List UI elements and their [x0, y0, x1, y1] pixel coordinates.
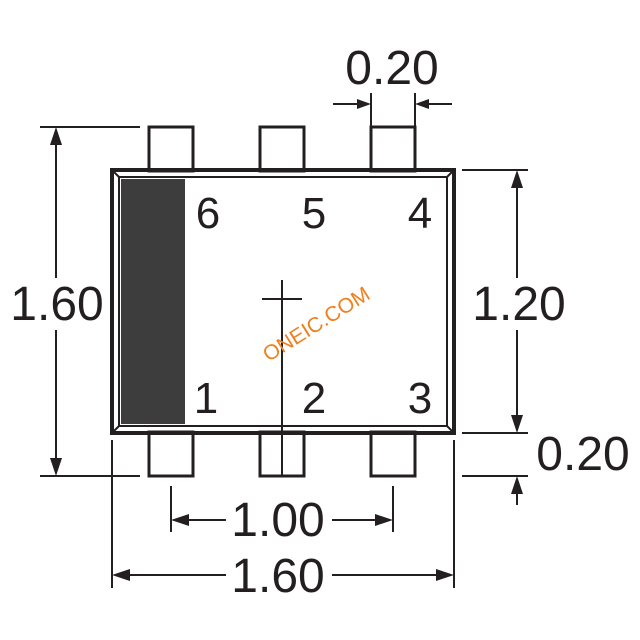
watermark-text: ONEIC.COM [259, 283, 374, 367]
dim-overall-height-arrowhead-bottom [50, 458, 62, 476]
chamfer-tl [111, 169, 120, 178]
dim-lead-width-label: 0.20 [345, 42, 438, 95]
dim-overall-height-arrowhead-top [50, 127, 62, 145]
chamfer-tr [446, 169, 455, 178]
pin-label-5: 5 [302, 189, 326, 238]
lead-bottom-3 [369, 430, 417, 478]
chamfer-br [446, 425, 455, 434]
dim-overall-width-arrowhead-right [436, 569, 454, 581]
dim-overall-width-arrowhead-left [112, 569, 130, 581]
dim-overall-height-label: 1.60 [10, 278, 103, 331]
pin-label-6: 6 [196, 189, 220, 238]
pin-label-1: 1 [194, 374, 218, 423]
lead-top-6 [147, 125, 195, 173]
pin1-marker-band [121, 179, 185, 424]
lead-bottom-1 [147, 430, 195, 478]
pin-label-2: 2 [302, 374, 326, 423]
lead-top-5 [258, 125, 306, 173]
dim-body-height-label: 1.20 [472, 278, 565, 331]
pin-label-3: 3 [408, 374, 432, 423]
dim-lead-length-arrowhead-bottom [511, 476, 523, 494]
pin-label-4: 4 [408, 189, 432, 238]
dim-lead-width-arrowhead-left [357, 99, 371, 109]
dim-lead-width-arrowhead-right [415, 99, 429, 109]
dim-lead-length-label: 0.20 [536, 428, 629, 481]
dim-pitch-label: 1.00 [231, 494, 324, 547]
dim-pitch-arrowhead-right [375, 514, 393, 526]
lead-top-4 [369, 125, 417, 173]
chamfer-bl [111, 425, 120, 434]
dim-body-height-arrowhead-top [511, 170, 523, 188]
dim-pitch-arrowhead-left [171, 514, 189, 526]
dim-body-height-arrowhead-bottom [511, 415, 523, 433]
dim-overall-width-label: 1.60 [231, 550, 324, 603]
